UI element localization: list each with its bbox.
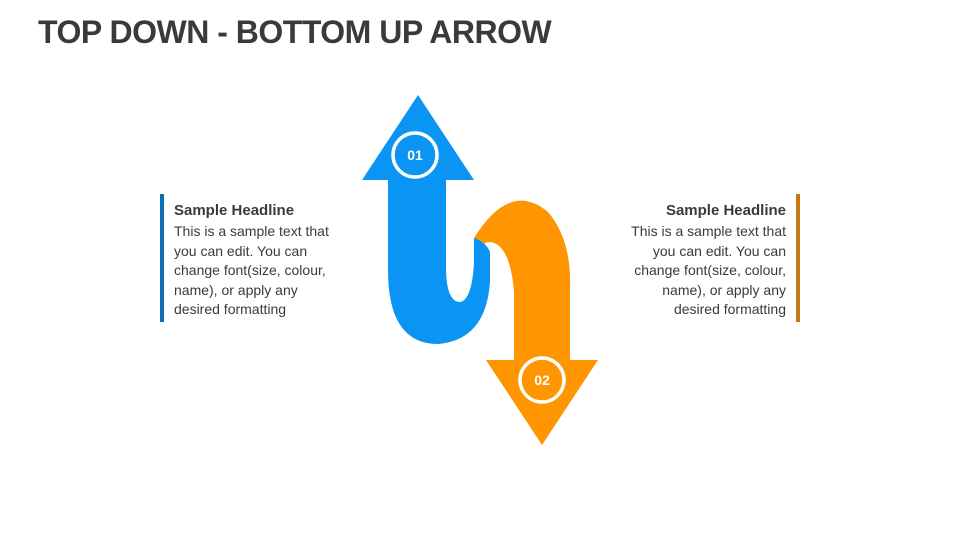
left-body-line: desired formatting [174, 301, 287, 317]
badge-02: 02 [518, 356, 566, 404]
right-body-line: desired formatting [673, 301, 786, 317]
page-title: TOP DOWN - BOTTOM UP ARROW [38, 14, 552, 50]
left-body-line: name), or apply any [174, 281, 298, 298]
left-body: This is a sample text that you can edit.… [174, 222, 356, 320]
left-body-line: you can edit. You can [174, 242, 308, 259]
right-text-block: Sample Headline This is a sample text th… [604, 194, 800, 322]
blue-up-arrow [362, 95, 490, 344]
right-body: This is a sample text that you can edit.… [604, 222, 786, 320]
badge-01: 01 [391, 131, 439, 179]
left-text-block: Sample Headline This is a sample text th… [160, 194, 356, 322]
left-headline: Sample Headline [174, 202, 295, 219]
right-body-line: you can edit. You can [652, 242, 786, 259]
badge-02-label: 02 [534, 372, 550, 388]
right-body-line: change font(size, colour, [634, 262, 786, 278]
left-body-line: This is a sample text that [174, 223, 329, 239]
right-body-line: This is a sample text that [631, 223, 786, 239]
left-body-line: change font(size, colour, [174, 262, 326, 278]
right-body-line: name), or apply any [662, 281, 786, 298]
right-headline: Sample Headline [665, 202, 786, 219]
orange-down-arrow [474, 200, 598, 445]
badge-01-label: 01 [407, 147, 423, 163]
